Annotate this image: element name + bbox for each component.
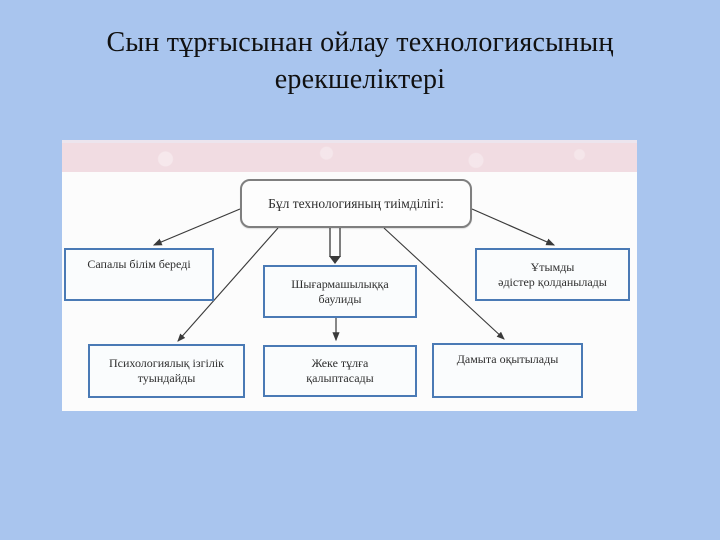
node-sapaly-bilim: Сапалы білім береді <box>64 248 214 301</box>
node-shygarmashylyq: Шығармашылыққа баулиды <box>263 265 417 318</box>
node-utymdy-adister: Ұтымды әдістер қолданылады <box>475 248 630 301</box>
slide-title: Сын тұрғысынан ойлау технологиясының ере… <box>106 27 614 95</box>
node-zheke-tulga: Жеке тұлға қалыптасады <box>263 345 417 397</box>
node-psihologialyq-izgilik: Психологиялық ізгілік туындайды <box>88 344 245 398</box>
pink-band <box>62 140 637 172</box>
diagram-arrows <box>152 208 556 342</box>
node-root-effectiveness: Бұл технологияның тиімділігі: <box>240 179 472 228</box>
diagram-image: Бұл технологияның тиімділігі: Сапалы біл… <box>62 140 637 411</box>
node-damyta-oqytylady: Дамыта оқытылады <box>432 343 583 398</box>
